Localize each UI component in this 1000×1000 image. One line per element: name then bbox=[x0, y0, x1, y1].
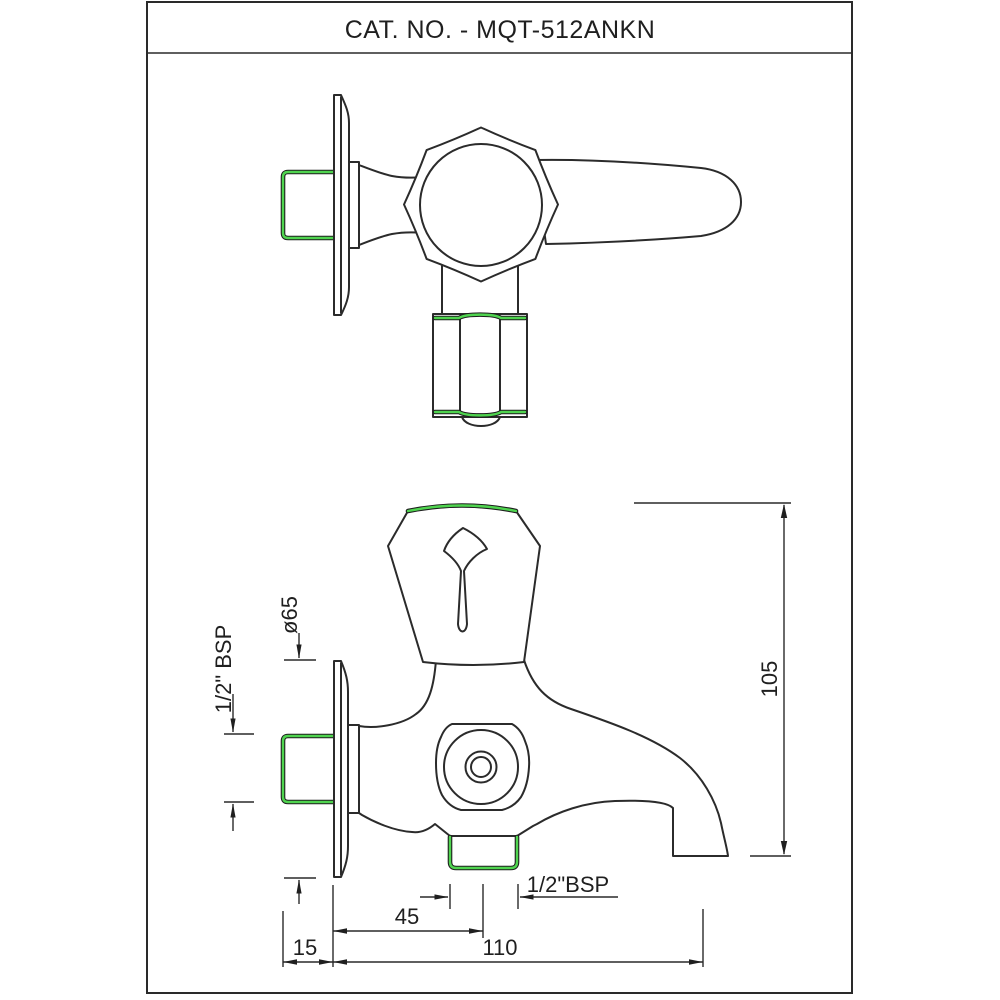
outlet-thread-highlight bbox=[448, 835, 519, 870]
dim-overall-height: 105 bbox=[634, 502, 791, 857]
neck-profile-top bbox=[358, 164, 425, 179]
dim-inlet-thread-label: 1/2" BSP bbox=[211, 625, 236, 714]
neck-profile-bottom bbox=[358, 231, 425, 246]
page-title: CAT. NO. - MQT-512ANKN bbox=[345, 16, 656, 44]
handle-knob-outline bbox=[403, 126, 559, 283]
inlet-thread-underlay bbox=[280, 169, 336, 241]
dim-flange-diameter-label: ø65 bbox=[277, 596, 302, 634]
dim-outlet-offset-label: 45 bbox=[395, 904, 419, 929]
dimensions: ø65 1/2" BSP 105 bbox=[211, 502, 791, 967]
nut-thread-highlight-bottom bbox=[433, 410, 527, 417]
dim-overall-length-label: 110 bbox=[482, 935, 517, 960]
arrow-left-icon bbox=[333, 928, 347, 934]
front-mounting-boss bbox=[347, 724, 360, 814]
spindle-circle-inner bbox=[470, 756, 492, 778]
coupling-nut bbox=[432, 313, 528, 418]
dim-outlet-offset: 45 bbox=[333, 904, 483, 934]
inlet-thread-highlight bbox=[281, 170, 335, 240]
arrow-left-icon bbox=[283, 959, 297, 965]
dim-flange-diameter: ø65 bbox=[277, 596, 316, 904]
dim-thread-projection: 15 bbox=[283, 935, 333, 965]
dim-overall-length: 110 bbox=[333, 935, 703, 965]
dim-outlet-thread: 1/2"BSP bbox=[420, 872, 618, 909]
dim-outlet-thread-label: 1/2"BSP bbox=[527, 872, 609, 897]
top-view bbox=[280, 94, 742, 427]
front-inlet-thread-highlight bbox=[281, 734, 335, 804]
arrow-right-icon bbox=[689, 959, 703, 965]
drawing-border bbox=[146, 1, 853, 994]
front-inlet-underlay bbox=[280, 733, 336, 805]
dim-inlet-thread: 1/2" BSP bbox=[211, 625, 254, 831]
handle-knob-inner bbox=[419, 143, 543, 267]
spindle-circle-mid bbox=[464, 750, 498, 784]
spindle-circle-outer bbox=[443, 729, 519, 805]
knob-top-highlight bbox=[406, 504, 518, 513]
dim-thread-projection-label: 15 bbox=[293, 935, 317, 960]
arrow-right-icon bbox=[319, 959, 333, 965]
nut-thread-highlight-top bbox=[433, 313, 527, 320]
arrow-down-icon bbox=[780, 841, 788, 855]
arrow-right-icon bbox=[469, 928, 483, 934]
bottom-extension-lines bbox=[282, 884, 704, 967]
arrow-up-icon bbox=[780, 504, 788, 518]
spout-outline bbox=[533, 158, 742, 245]
pipe-tip-arc bbox=[461, 416, 501, 427]
mounting-boss bbox=[348, 161, 360, 249]
arrow-left-icon bbox=[333, 959, 347, 965]
outlet-underlay bbox=[447, 834, 520, 871]
front-view bbox=[280, 503, 729, 878]
knob-recess bbox=[443, 527, 488, 633]
faucet-body bbox=[358, 659, 729, 857]
drawing-frame: CAT. NO. - MQT-512ANKN bbox=[146, 1, 853, 994]
dim-overall-height-label: 105 bbox=[757, 661, 782, 698]
